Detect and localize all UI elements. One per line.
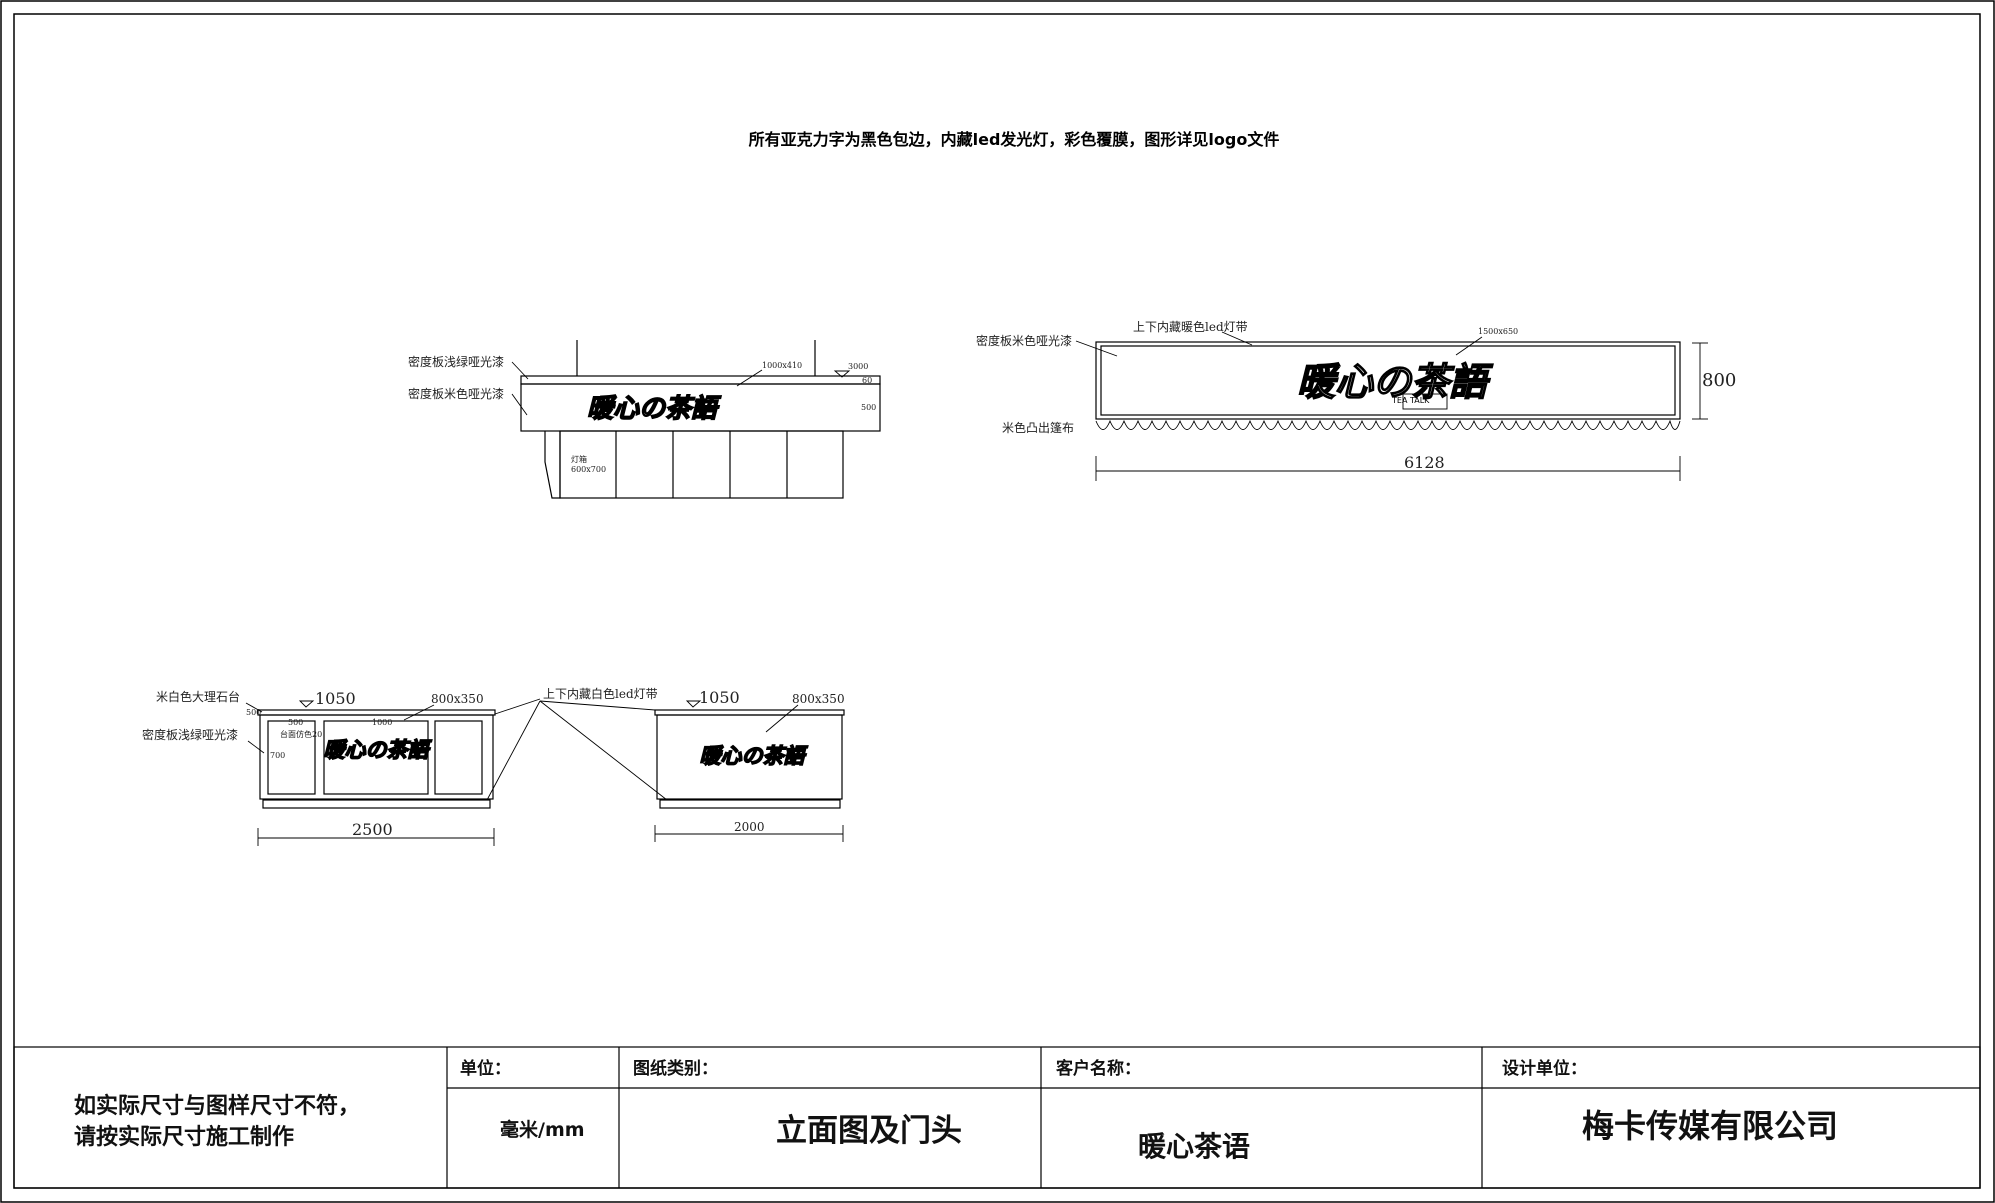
storefront-logo-size: 1500x650 xyxy=(1478,327,1518,336)
counter-a-small-4: 700 xyxy=(270,751,285,760)
kiosk-label-top: 密度板浅绿哑光漆 xyxy=(408,354,504,369)
kiosk-elevation: 暖心の茶語 密度板浅绿哑光漆 密度板米色哑光漆 1000x410 3000 60… xyxy=(408,340,881,499)
storefront-elevation: 暖心の茶語 TEA TALK 密度板米色哑光漆 上下内藏暖色led灯带 1500… xyxy=(976,320,1736,481)
storefront-tagline: TEA TALK xyxy=(1391,396,1430,405)
storefront-logo: 暖心の茶語 xyxy=(1297,359,1494,404)
counter-b-logo: 暖心の茶語 xyxy=(700,743,809,768)
counter-a-small-1: 500 xyxy=(246,708,261,717)
storefront-label-board: 密度板米色哑光漆 xyxy=(976,333,1072,348)
storefront-width: 6128 xyxy=(1404,453,1445,472)
kiosk-dim-500: 500 xyxy=(861,403,876,412)
counter-b-elevation: 暖心の茶語 1050 800x350 2000 xyxy=(654,688,845,842)
disclaimer-line2: 请按实际尺寸施工制作 xyxy=(74,1124,294,1150)
counter-b-logo-size: 800x350 xyxy=(792,692,845,706)
counter-b-width: 2000 xyxy=(734,820,765,834)
counter-a-small-5: 台面仿色20 xyxy=(280,729,322,739)
kiosk-lightbox-label: 灯箱 xyxy=(571,454,587,464)
client-label: 客户名称： xyxy=(1055,1058,1141,1079)
inner-border xyxy=(13,13,1981,1189)
storefront-label-led: 上下内藏暖色led灯带 xyxy=(1133,320,1248,334)
kiosk-lightbox-size: 600x700 xyxy=(571,465,606,474)
header-note: 所有亚克力字为黑色包边，内藏led发光灯，彩色覆膜，图形详见logo文件 xyxy=(749,130,1280,149)
counter-a-elevation: 暖心の茶語 米白色大理石台 密度板浅绿哑光漆 上下内藏白色led灯带 1050 … xyxy=(142,686,668,846)
title-block: 如实际尺寸与图样尺寸不符， 请按实际尺寸施工制作 单位： 毫米/mm 图纸类别：… xyxy=(13,1046,1981,1189)
kiosk-logo: 暖心の茶語 xyxy=(587,394,722,424)
storefront-height: 800 xyxy=(1702,370,1736,391)
client-value: 暖心茶语 xyxy=(1138,1130,1250,1163)
counter-b-height: 1050 xyxy=(699,688,740,707)
type-value: 立面图及门头 xyxy=(776,1113,962,1149)
disclaimer-line1: 如实际尺寸与图样尺寸不符， xyxy=(74,1093,360,1119)
counter-a-logo: 暖心の茶語 xyxy=(324,737,433,762)
designer-label: 设计单位： xyxy=(1502,1058,1587,1079)
counter-a-height: 1050 xyxy=(315,689,356,708)
kiosk-box-size: 1000x410 xyxy=(762,361,802,370)
designer-value: 梅卡传媒有限公司 xyxy=(1582,1107,1838,1145)
counter-a-label-marble: 米白色大理石台 xyxy=(156,689,240,704)
storefront-label-awning: 米色凸出篷布 xyxy=(1002,420,1074,435)
unit-value: 毫米/mm xyxy=(500,1118,585,1141)
counter-a-label-led: 上下内藏白色led灯带 xyxy=(543,686,658,701)
counter-a-small-2: 500 xyxy=(288,718,303,727)
counter-a-label-board: 密度板浅绿哑光漆 xyxy=(142,727,238,742)
kiosk-dim-3000: 3000 xyxy=(848,362,868,371)
counter-a-logo-size: 800x350 xyxy=(431,692,484,706)
kiosk-label-board: 密度板米色哑光漆 xyxy=(408,386,504,401)
type-label: 图纸类别： xyxy=(633,1058,718,1079)
unit-label: 单位： xyxy=(460,1058,511,1079)
kiosk-dim-60: 60 xyxy=(862,376,872,385)
counter-a-width: 2500 xyxy=(352,820,393,839)
counter-a-small-3: 1000 xyxy=(372,718,392,727)
